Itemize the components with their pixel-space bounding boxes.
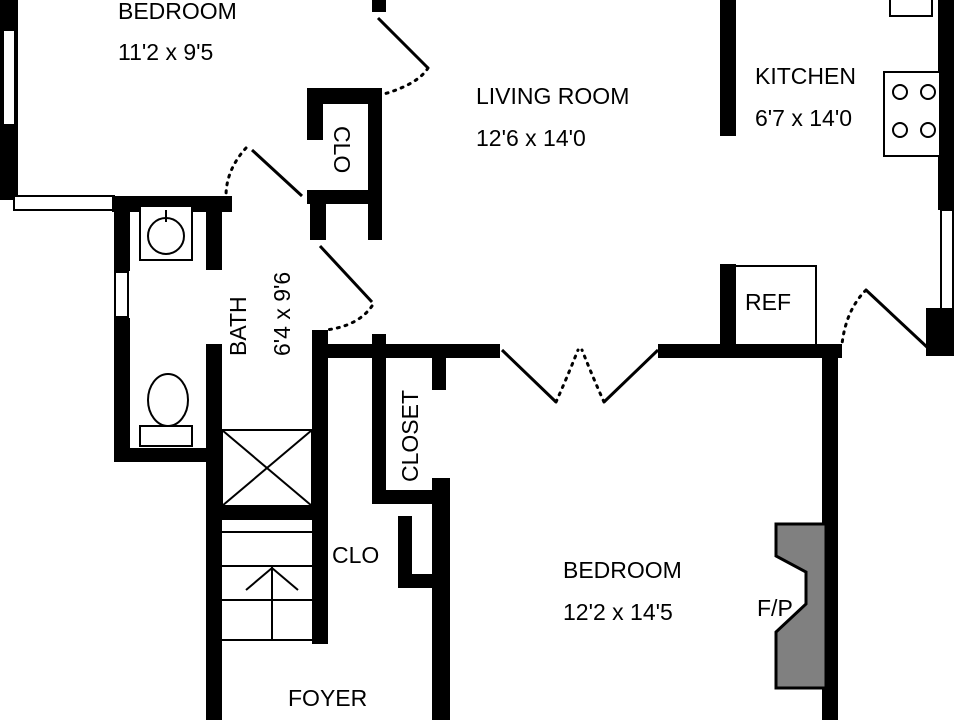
stove-burner-2 bbox=[920, 84, 936, 100]
door-double-right-swing bbox=[580, 348, 606, 404]
room-size-bath: 6'4 x 9'6 bbox=[269, 272, 295, 356]
wall-clo-lower-bottom bbox=[398, 574, 448, 588]
window-bath bbox=[114, 271, 129, 318]
wall-closet-right bbox=[432, 478, 450, 720]
label-fireplace: F/P bbox=[757, 595, 793, 621]
wall-stair-right bbox=[312, 504, 328, 644]
kitchen-stove bbox=[883, 71, 941, 157]
door-bedroom-top bbox=[376, 16, 430, 70]
ref-outline bbox=[727, 265, 817, 347]
wall-bedroom-jamb bbox=[372, 0, 386, 12]
stove-burner-4 bbox=[920, 122, 936, 138]
wall-kitchen-right-bottom bbox=[926, 308, 954, 356]
labels: BEDROOM 11'2 x 9'5 LIVING ROOM 12'6 x 14… bbox=[118, 0, 856, 711]
room-name-kitchen: KITCHEN bbox=[755, 63, 856, 89]
wall-closet-bottom bbox=[372, 490, 446, 504]
label-closet: CLOSET bbox=[397, 390, 423, 482]
wall-bath-bottom bbox=[114, 448, 222, 462]
kitchen-sink bbox=[889, 0, 933, 17]
door-double-left bbox=[500, 348, 558, 404]
wall-shaft-bottom bbox=[206, 504, 328, 520]
fixtures bbox=[139, 0, 941, 690]
stair-arrow-head-left bbox=[245, 567, 273, 591]
doors bbox=[224, 16, 930, 404]
fireplace bbox=[774, 522, 828, 690]
stairs bbox=[222, 531, 312, 641]
wall-shaft-right bbox=[312, 344, 328, 516]
door-double-left-swing bbox=[554, 348, 580, 404]
label-ref: REF bbox=[745, 289, 791, 315]
wall-bath-left-top bbox=[114, 196, 130, 271]
wall-closet-stub-top bbox=[432, 344, 446, 390]
room-size-kitchen: 6'7 x 14'0 bbox=[755, 105, 852, 131]
stove-burner-3 bbox=[892, 122, 908, 138]
room-name-bath: BATH bbox=[225, 296, 251, 356]
wall-clo-upper-top bbox=[307, 88, 382, 104]
window-bedroom-left bbox=[2, 29, 16, 126]
door-bath bbox=[250, 148, 304, 198]
bath-sink-basin bbox=[147, 217, 185, 255]
room-name-bedroom-main: BEDROOM bbox=[563, 557, 682, 583]
wall-clo-upper-right bbox=[368, 88, 382, 240]
door-hall-swing bbox=[324, 304, 374, 332]
label-clo-lower: CLO bbox=[332, 542, 379, 568]
wall-bath-right-top bbox=[206, 196, 222, 270]
stair-arrow-head-right bbox=[271, 567, 299, 591]
stove-burner-1 bbox=[892, 84, 908, 100]
door-bedroom-top-swing bbox=[382, 66, 430, 96]
wall-bedroom-main-top-right bbox=[658, 344, 842, 358]
bath-toilet-tank bbox=[139, 425, 193, 447]
wall-hall-horizontal bbox=[312, 344, 500, 358]
door-double-right bbox=[602, 348, 660, 404]
door-kitchen-swing bbox=[840, 288, 868, 346]
door-hall bbox=[318, 244, 374, 304]
room-name-living-room: LIVING ROOM bbox=[476, 83, 629, 109]
label-clo-upper: CLO bbox=[329, 126, 355, 173]
wall-bath-left-bottom bbox=[114, 318, 130, 460]
room-name-bedroom-top: BEDROOM bbox=[118, 0, 237, 24]
bath-toilet-bowl bbox=[147, 373, 189, 427]
room-name-foyer: FOYER bbox=[288, 685, 367, 711]
wall-clo-upper-stub bbox=[310, 196, 326, 240]
room-size-bedroom-main: 12'2 x 14'5 bbox=[563, 599, 673, 625]
shaft-cross-2 bbox=[221, 429, 313, 507]
window-kitchen bbox=[940, 209, 954, 311]
wall-clo-lower-left bbox=[398, 516, 412, 586]
window-bedroom-bottom bbox=[13, 195, 115, 211]
door-kitchen bbox=[864, 288, 930, 350]
wall-closet-left bbox=[372, 334, 386, 504]
room-size-bedroom-top: 11'2 x 9'5 bbox=[118, 39, 213, 65]
room-size-living-room: 12'6 x 14'0 bbox=[476, 125, 586, 151]
wall-clo-upper-left bbox=[307, 88, 323, 140]
wall-kitchen-left bbox=[720, 0, 736, 136]
wall-stair-left bbox=[206, 420, 222, 720]
door-bath-swing bbox=[224, 146, 248, 198]
